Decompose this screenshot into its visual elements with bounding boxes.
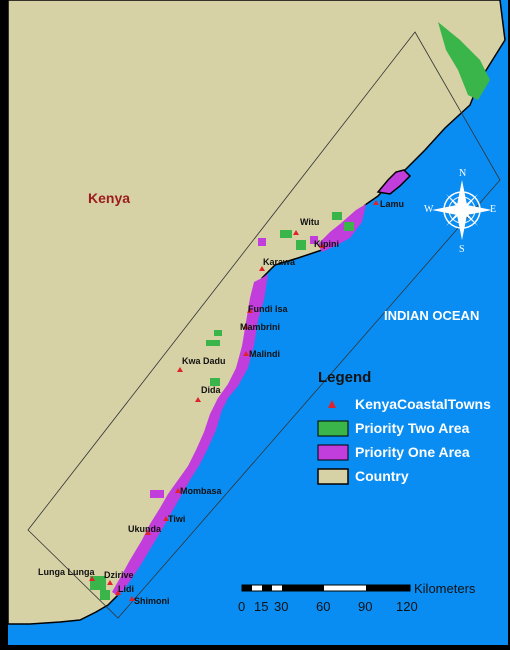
town-label-kwa-dadu: Kwa Dadu (182, 356, 226, 366)
town-marker (145, 530, 151, 535)
town-label-ukunda: Ukunda (128, 524, 162, 534)
priority-one-patch (150, 490, 164, 498)
priority-two-patch (296, 240, 306, 250)
town-label-lamu: Lamu (380, 199, 404, 209)
legend-item-towns: KenyaCoastalTowns (355, 396, 491, 412)
town-marker (319, 243, 325, 248)
legend-title: Legend (318, 369, 371, 386)
town-label-mombasa: Mombasa (180, 486, 223, 496)
scale-tick-90: 90 (358, 599, 372, 614)
town-marker (243, 351, 249, 356)
legend-country-swatch (317, 468, 349, 485)
priority-two-patch (206, 340, 220, 346)
country-label: Kenya (88, 190, 130, 206)
compass-n: N (459, 168, 466, 179)
priority-one-patch (258, 238, 266, 246)
legend: Legend KenyaCoastalTowns Priority Two Ar… (317, 369, 491, 485)
compass-s: S (459, 244, 465, 255)
town-label-lunga-lunga: Lunga Lunga (38, 567, 95, 577)
scale-tick-120: 120 (396, 599, 418, 614)
scale-tick-60: 60 (316, 599, 330, 614)
legend-item-priority-one: Priority One Area (355, 444, 470, 460)
town-marker (247, 308, 253, 313)
compass-rose-icon: N S E W (424, 168, 496, 255)
legend-item-country: Country (355, 468, 409, 484)
compass-w: W (424, 204, 434, 215)
priority-two-patch (210, 378, 220, 386)
lamu-islands (376, 169, 412, 195)
scale-bar: Kilometers 0 15 30 60 90 120 (238, 581, 476, 614)
town-label-dzirive: Dzirive (104, 570, 134, 580)
town-marker (129, 596, 135, 601)
scale-unit: Kilometers (414, 581, 476, 596)
town-marker (177, 367, 183, 372)
town-label-karawa: Karawa (263, 257, 296, 267)
town-label-malindi: Malindi (249, 349, 280, 359)
town-label-kipini: Kipini (314, 239, 339, 249)
legend-priority-one-swatch (317, 444, 349, 461)
priority-two-patch (332, 212, 342, 220)
town-marker (293, 230, 299, 235)
town-marker (243, 324, 249, 329)
priority-two-patch (214, 330, 222, 336)
scale-tick-30: 30 (274, 599, 288, 614)
town-marker (373, 200, 379, 205)
scale-tick-0: 0 (238, 599, 245, 614)
study-area-outline (27, 31, 501, 619)
legend-item-priority-two: Priority Two Area (355, 420, 470, 436)
town-marker (259, 266, 265, 271)
town-label-witu: Witu (300, 217, 319, 227)
priority-two-patch (344, 222, 354, 231)
town-label-lidi: Lidi (118, 584, 134, 594)
priority-one-patch (310, 236, 318, 244)
legend-priority-two-swatch (317, 420, 349, 437)
town-marker (175, 488, 181, 493)
priority-two-patch (280, 230, 292, 238)
town-marker (115, 590, 121, 595)
town-label-tiwi: Tiwi (168, 514, 185, 524)
town-marker (163, 516, 169, 521)
priority-one-strip (112, 204, 366, 596)
town-marker (195, 397, 201, 402)
compass-e: E (490, 204, 496, 215)
town-label-dida: Dida (201, 385, 221, 395)
town-label-fundi-isa: Fundi Isa (248, 304, 288, 314)
town-markers (89, 200, 379, 601)
town-marker (89, 576, 95, 581)
town-label-shimoni: Shimoni (134, 596, 170, 606)
priority-two-north (438, 22, 490, 100)
priority-two-patch (100, 590, 110, 600)
legend-town-symbol (328, 400, 336, 408)
ocean-label: INDIAN OCEAN (384, 308, 479, 323)
scale-tick-15: 15 (254, 599, 268, 614)
town-labels: Lamu Witu Kipini Karawa Fundi Isa Mambri… (38, 199, 404, 606)
town-marker (107, 580, 113, 585)
town-label-mambrini: Mambrini (240, 322, 280, 332)
